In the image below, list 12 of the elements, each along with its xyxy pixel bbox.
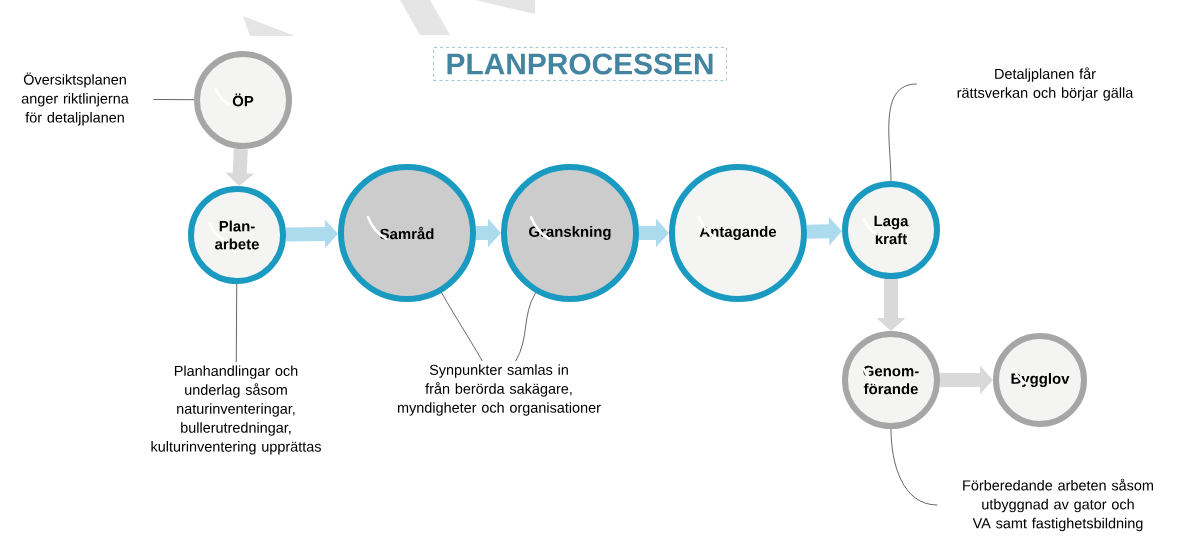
annotation-text: Översiktsplanen anger riktlinjerna för detaljplanen: [21, 72, 129, 126]
title: PLANPROCESSEN: [433, 47, 727, 81]
leader-line: [515, 292, 536, 362]
annotation-text: Synpunkter samlas in från berörda sakägare, myndigheter och organisationer: [398, 364, 601, 416]
leader-line: [235, 283, 238, 363]
annotation-text: Planhandlingar och underlag såsom naturinventeringar, bullerutredningar, kulturinventering upprättas: [151, 365, 321, 455]
leader-line: [888, 83, 918, 182]
annotation-text: Förberedande arbeten såsom utbyggnad av gator och VA samt fastighetsbildning: [963, 478, 1153, 532]
annotation-text: Detaljplanen får rättsverkan och börjar gälla: [957, 67, 1134, 101]
leader-line: [441, 292, 483, 362]
leader-line: [152, 99, 195, 101]
leader-line: [890, 428, 938, 506]
